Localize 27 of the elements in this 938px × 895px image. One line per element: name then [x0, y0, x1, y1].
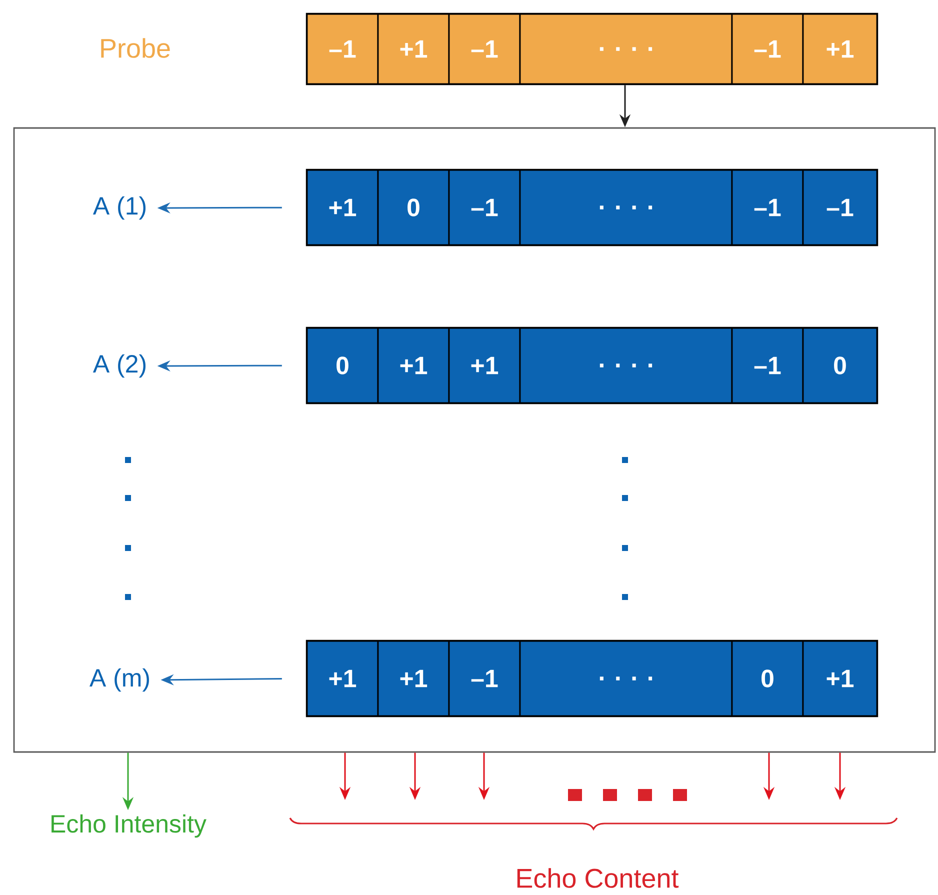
- caption-label: Echo Content: [517, 868, 679, 888]
- value-cell: +1: [377, 13, 450, 85]
- value-cell: –1: [448, 169, 521, 246]
- row-label: A (m): [90, 668, 149, 692]
- value-cell: –1: [306, 13, 379, 85]
- value-cell: 0: [306, 327, 379, 404]
- row-label: Echo Intensity: [52, 814, 206, 838]
- value-cell: 0: [802, 327, 878, 404]
- value-cell: –1: [448, 13, 521, 85]
- value-cell: –1: [731, 169, 804, 246]
- row-label: Probe: [101, 38, 170, 58]
- value-cell: +1: [377, 327, 450, 404]
- frame-box: [13, 127, 936, 753]
- row-label: A (2): [92, 354, 146, 378]
- value-cell: 0: [377, 169, 450, 246]
- value-cell: –1: [731, 327, 804, 404]
- value-cell: +1: [802, 13, 878, 85]
- value-cell: +1: [306, 169, 379, 246]
- value-cell: 0: [731, 640, 804, 717]
- value-cell: +1: [377, 640, 450, 717]
- row-label: A (1): [92, 196, 146, 220]
- value-cell: +1: [802, 640, 878, 717]
- value-cell: –1: [731, 13, 804, 85]
- value-cell: –1: [802, 169, 878, 246]
- value-cell: +1: [306, 640, 379, 717]
- value-cell: +1: [448, 327, 521, 404]
- value-cell: –1: [448, 640, 521, 717]
